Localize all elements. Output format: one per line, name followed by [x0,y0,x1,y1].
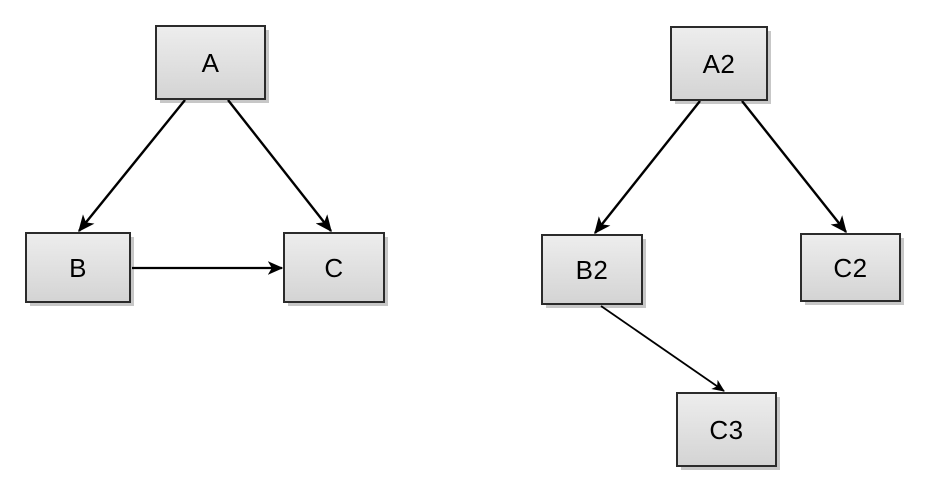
node-label: B [69,252,87,283]
edge-a2-to-b2 [594,100,701,235]
edge-a-to-c [227,99,332,233]
node-a[interactable]: A [155,25,266,100]
edge-a2-to-c2 [741,100,847,234]
node-b2[interactable]: B2 [541,234,643,305]
node-c[interactable]: C [283,232,385,303]
edge-a-to-b [78,99,186,233]
edges-group [78,99,847,392]
node-label: A2 [702,48,736,79]
node-label: C3 [709,414,744,445]
node-label: C [324,252,344,283]
node-label: B2 [575,254,609,285]
node-b[interactable]: B [25,232,131,303]
node-label: A [201,47,220,78]
node-c3[interactable]: C3 [676,392,777,467]
node-label: C2 [833,252,868,283]
node-a2[interactable]: A2 [670,26,768,101]
node-c2[interactable]: C2 [800,233,901,302]
edge-b2-to-c3 [600,305,725,392]
